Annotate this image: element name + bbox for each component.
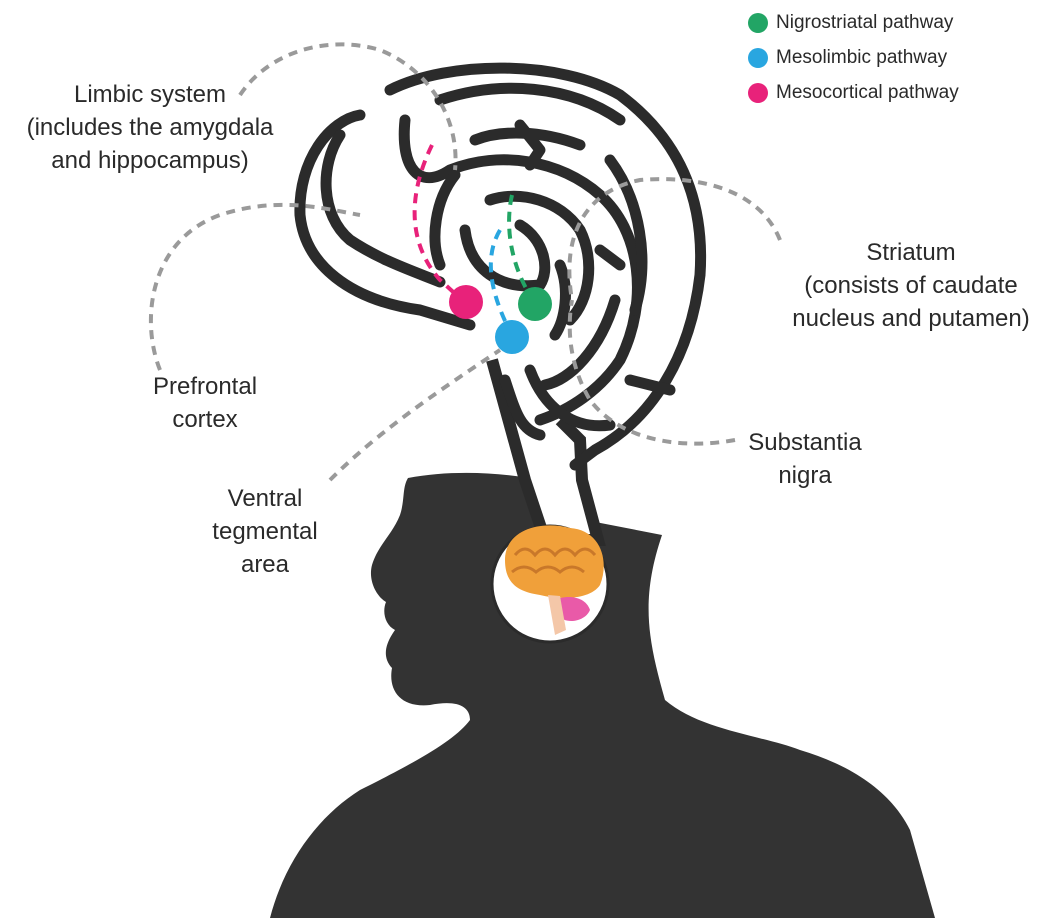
legend-dot-mesocortical [748, 83, 768, 103]
leader-vta [330, 350, 500, 480]
label-striatum: Striatum(consists of caudatenucleus and … [786, 236, 1036, 335]
label-prefrontal-cortex: Prefrontalcortex [130, 370, 280, 436]
legend-label-mesocortical: Mesocortical pathway [776, 82, 959, 104]
legend-item-mesolimbic: Mesolimbic pathway [748, 45, 947, 71]
legend-label-mesolimbic: Mesolimbic pathway [776, 47, 947, 69]
legend-dot-nigrostriatal [748, 13, 768, 33]
legend-label-nigrostriatal: Nigrostriatal pathway [776, 12, 953, 34]
legend-dot-mesolimbic [748, 48, 768, 68]
nigrostriatal-node [518, 287, 552, 321]
label-limbic-system: Limbic system(includes the amygdalaand h… [0, 78, 300, 177]
label-substantia-nigra: Substantianigra [730, 426, 880, 492]
mesolimbic-node [495, 320, 529, 354]
legend-item-nigrostriatal: Nigrostriatal pathway [748, 10, 953, 36]
legend-item-mesocortical: Mesocortical pathway [748, 80, 959, 106]
mesocortical-node [449, 285, 483, 319]
label-ventral-tegmental-area: Ventraltegmentalarea [200, 482, 330, 581]
leader-prefrontal [151, 205, 360, 370]
